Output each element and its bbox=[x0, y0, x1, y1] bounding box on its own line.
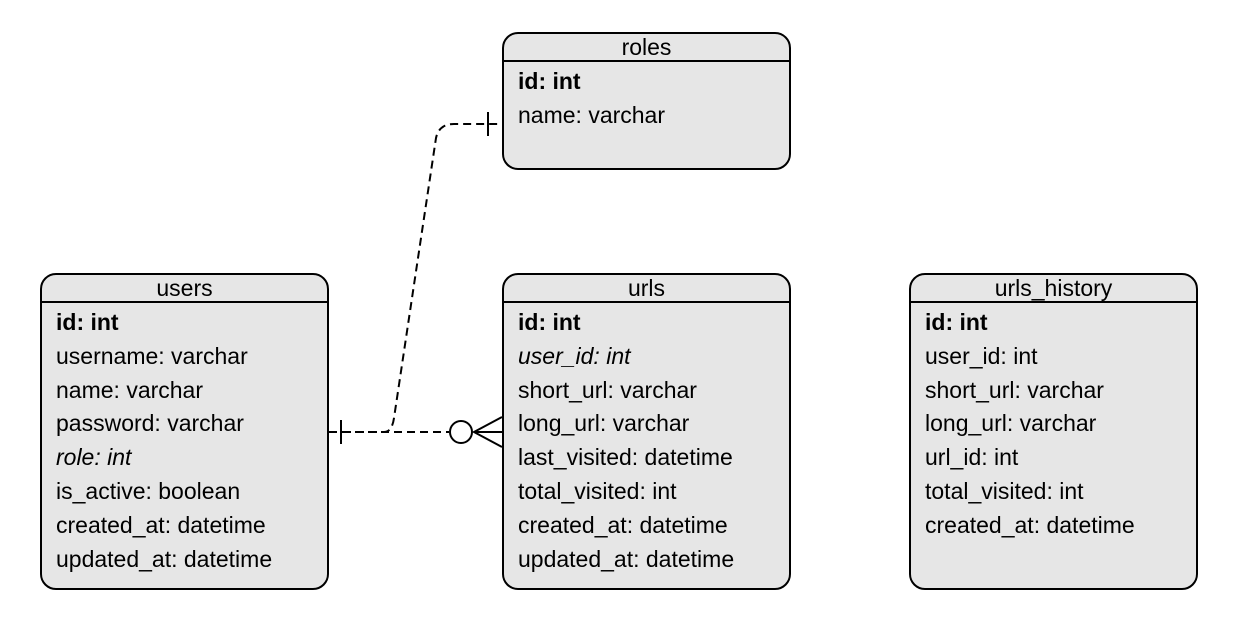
foreign-key-field: role: int bbox=[56, 444, 132, 471]
foreign-key-field: user_id: int bbox=[518, 342, 631, 369]
field-row: user_id: int bbox=[925, 342, 1038, 369]
zero-marker-users-urls bbox=[449, 420, 473, 444]
field-row: short_url: varchar bbox=[925, 376, 1104, 403]
field-list-urls: id: int user_id: int short_url: varchar lon… bbox=[504, 303, 789, 575]
field-row: name: varchar bbox=[518, 101, 666, 128]
entity-urls[interactable]: urls id: int user_id: int short_url: varch… bbox=[502, 273, 791, 590]
field-row: url_id: int bbox=[925, 444, 1019, 471]
field-row: updated_at: datetime bbox=[518, 545, 735, 572]
entity-users[interactable]: users id: int username: varchar name: varc… bbox=[40, 273, 329, 590]
primary-key-field: id: int bbox=[518, 309, 581, 335]
field-row: last_visited: datetime bbox=[518, 444, 733, 471]
field-row: is_active: boolean bbox=[56, 477, 241, 504]
entity-title-urls: urls bbox=[504, 275, 789, 303]
relationship-line-users-roles bbox=[343, 123, 502, 433]
primary-key-field: id: int bbox=[518, 68, 581, 94]
entity-title-users: users bbox=[42, 275, 327, 303]
entity-urls-history[interactable]: urls_history id: int user_id: int short_ur… bbox=[909, 273, 1198, 590]
crow-foot-marker-users-urls bbox=[471, 416, 503, 448]
field-row: name: varchar bbox=[56, 376, 204, 403]
field-row: created_at: datetime bbox=[925, 511, 1135, 538]
field-row: username: varchar bbox=[56, 342, 248, 369]
field-row: long_url: varchar bbox=[518, 410, 690, 437]
field-list-roles: id: int name: varchar bbox=[504, 62, 789, 132]
entity-title-roles: roles bbox=[504, 34, 789, 62]
entity-title-urls-history: urls_history bbox=[911, 275, 1196, 303]
field-row: total_visited: int bbox=[518, 477, 677, 504]
entity-roles[interactable]: roles id: int name: varchar bbox=[502, 32, 791, 170]
field-row: created_at: datetime bbox=[518, 511, 728, 538]
field-list-urls-history: id: int user_id: int short_url: varchar lon… bbox=[911, 303, 1196, 542]
field-row: created_at: datetime bbox=[56, 511, 266, 538]
field-row: total_visited: int bbox=[925, 477, 1084, 504]
field-row: short_url: varchar bbox=[518, 376, 697, 403]
primary-key-field: id: int bbox=[925, 309, 988, 335]
field-row: password: varchar bbox=[56, 410, 244, 437]
primary-key-field: id: int bbox=[56, 309, 119, 335]
field-list-users: id: int username: varchar name: varchar pas… bbox=[42, 303, 327, 575]
field-row: updated_at: datetime bbox=[56, 545, 273, 572]
field-row: long_url: varchar bbox=[925, 410, 1097, 437]
